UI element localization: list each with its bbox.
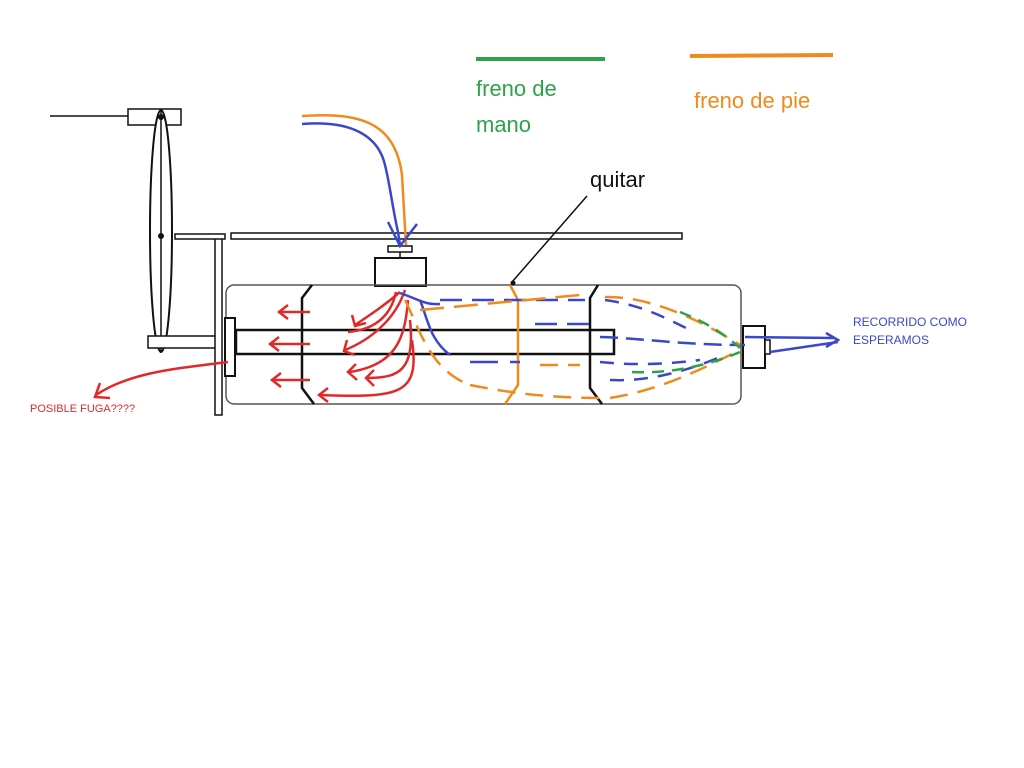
quitar-pointer-dot [510, 280, 516, 286]
valve-body [374, 257, 427, 287]
legend-green-label: freno de mano [476, 76, 557, 138]
legend-orange-swatch [689, 53, 834, 58]
lever-pivot-top [158, 114, 164, 120]
piston-rod [234, 328, 616, 356]
support-post [214, 237, 223, 416]
leak-arrow [95, 360, 229, 397]
lever-pivot-mid [158, 233, 164, 239]
recorrido-label: RECORRIDO COMO ESPERAMOS [853, 315, 967, 348]
end-plate [224, 317, 236, 377]
orange-flow-path [403, 293, 741, 400]
blue-inlet [301, 122, 402, 246]
quitar-label: quitar [590, 167, 646, 192]
blue-inlet-arrowhead [386, 221, 418, 249]
legend-green-line1: freno de [476, 76, 557, 101]
lever-bottom-block [147, 335, 221, 349]
quitar-pointer [511, 195, 588, 283]
outlet-fitting [742, 325, 766, 369]
seal-quitar [503, 284, 520, 405]
legend-orange-label: freno de pie [694, 88, 811, 113]
lever-top-block [127, 108, 182, 126]
blue-flow-path [399, 291, 841, 382]
green-flow-path [631, 310, 741, 374]
legend-green-line2: mano [476, 112, 532, 138]
top-rail [230, 232, 683, 240]
posible-fuga-label: POSIBLE FUGA???? [30, 403, 136, 415]
red-flow-arrows [267, 289, 415, 403]
orange-inlet [301, 114, 408, 246]
leak-arrowhead [93, 382, 111, 400]
seal-right [588, 284, 603, 405]
outlet-nozzle [764, 339, 771, 355]
recorrido-line1: RECORRIDO COMO [853, 315, 967, 329]
support-top-bar [174, 233, 226, 240]
recorrido-line2: ESPERAMOS [853, 332, 930, 347]
